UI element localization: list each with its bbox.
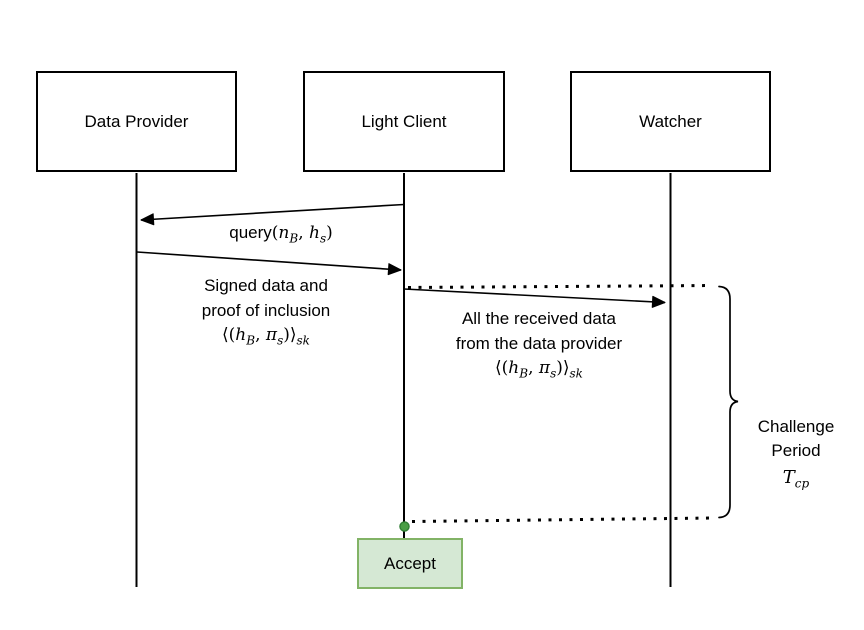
signed-data-line2: proof of inclusion [201, 301, 331, 320]
accept-label: Accept [384, 553, 436, 573]
signed-data-line1: Signed data and [204, 276, 328, 295]
accept-commit-dot [399, 521, 410, 532]
challenge-period-label: Challenge Period Tcp [758, 415, 835, 490]
signed-data-payload-formula: ⟨(hB, πs)⟩sk [222, 325, 310, 348]
query-function-name: query [229, 223, 272, 242]
received-data-line1: All the received data [461, 309, 617, 328]
actor-box-data-provider: Data Provider [36, 71, 237, 172]
actor-box-light-client: Light Client [303, 71, 505, 172]
challenge-start-dotted-line [407, 284, 713, 289]
challenge-period-line1: Challenge [757, 417, 835, 436]
challenge-period-brace [718, 285, 739, 519]
signed-data-message-label: Signed data and proof of inclusion ⟨(hB,… [202, 273, 331, 348]
received-data-arrow [403, 288, 666, 308]
signed-data-arrow [136, 251, 402, 276]
actor-box-watcher: Watcher [570, 71, 771, 172]
challenge-period-symbol: Tcp [782, 467, 810, 491]
query-message-label: query(nB, hs) [229, 223, 333, 246]
actor-label-data-provider: Data Provider [84, 111, 189, 131]
challenge-period-line2: Period [771, 441, 821, 460]
actor-label-light-client: Light Client [361, 111, 447, 131]
challenge-end-dotted-line [411, 516, 714, 523]
accept-box: Accept [357, 538, 463, 589]
query-arrow [140, 203, 405, 226]
actor-label-watcher: Watcher [639, 111, 702, 131]
received-data-line2: from the data provider [455, 334, 623, 353]
received-data-message-label: All the received data from the data prov… [456, 306, 622, 381]
received-data-payload-formula: ⟨(hB, πs)⟩sk [495, 358, 583, 381]
